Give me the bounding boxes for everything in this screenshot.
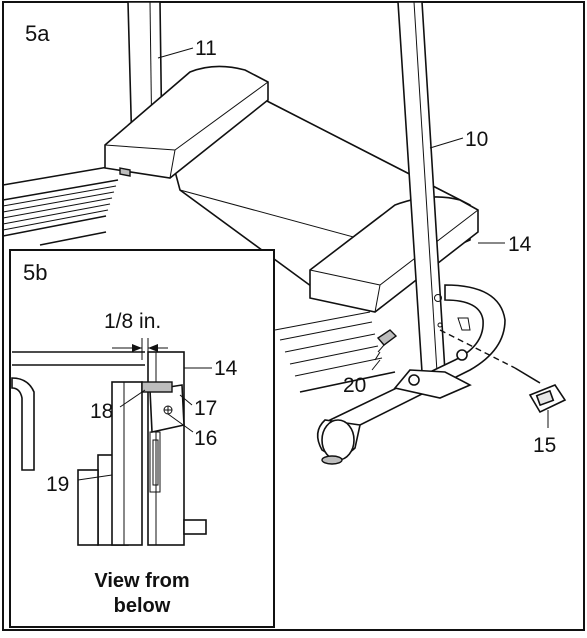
leader-11 <box>157 47 194 59</box>
dimension-label: 1/8 in. <box>104 310 161 333</box>
part-19-column <box>97 381 143 546</box>
base-tube <box>316 284 506 465</box>
caption-line-2: below <box>114 595 171 617</box>
callout-18: 18 <box>90 400 113 423</box>
inner-slot <box>149 431 161 493</box>
callout-14: 14 <box>508 233 532 256</box>
callout-20: 20 <box>343 374 366 397</box>
knob-15 <box>514 367 567 414</box>
lower-nut <box>183 519 207 535</box>
caption-line-1: View from <box>94 570 189 592</box>
bolt-20 <box>374 329 398 361</box>
callout-10: 10 <box>465 128 488 151</box>
panel-label-5b: 5b <box>23 260 47 285</box>
callout-16: 16 <box>194 427 217 450</box>
inset-left-bracket <box>11 377 35 471</box>
alignment-dashed-line <box>439 329 516 369</box>
panel-label-5a: 5a <box>25 21 50 46</box>
belt-right <box>274 311 396 393</box>
dimension-arrows <box>112 338 168 360</box>
leader-17 <box>179 394 193 406</box>
leader-18 <box>119 389 146 408</box>
leader-19 <box>77 474 113 481</box>
leader-20 <box>371 359 381 371</box>
leader-10 <box>429 137 464 149</box>
lower-left-block <box>77 469 99 546</box>
left-foot-cushion <box>104 65 269 179</box>
running-belt <box>2 164 121 246</box>
part-18-plate <box>141 381 173 393</box>
callout-14-inset: 14 <box>214 357 238 380</box>
callout-15: 15 <box>533 434 556 457</box>
callout-11: 11 <box>195 37 217 60</box>
figure-5b: 5b 1/8 in. 14 18 17 16 19 View from belo… <box>9 249 275 628</box>
callout-19: 19 <box>46 473 69 496</box>
leader-16 <box>167 413 194 433</box>
callout-17: 17 <box>194 397 217 420</box>
